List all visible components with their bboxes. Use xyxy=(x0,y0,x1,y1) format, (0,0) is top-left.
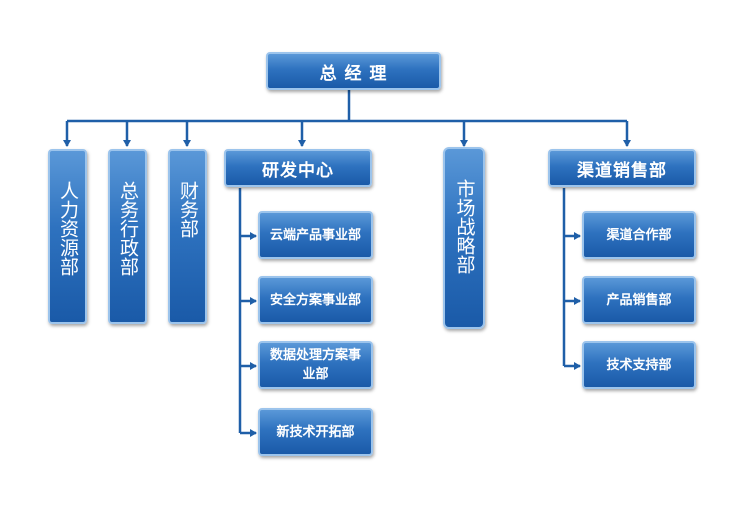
general-manager-box: 总 经 理 xyxy=(266,52,441,90)
channel-sub-label-2: 产品销售部 xyxy=(606,292,672,308)
rnd-center-box: 研发中心 xyxy=(224,149,372,187)
rnd-sub-box-1: 云端产品事业部 xyxy=(258,211,373,259)
finance-dept-box: 财务部 xyxy=(168,149,207,324)
rnd-sub-box-2: 安全方案事业部 xyxy=(258,276,373,324)
channel-sub-box-1: 渠道合作部 xyxy=(582,211,696,259)
rnd-sub-label-4: 新技术开拓部 xyxy=(276,424,355,440)
admin-dept-box: 总务行政部 xyxy=(108,149,147,324)
channel-sub-box-3: 技术支持部 xyxy=(582,341,696,389)
general-manager-label: 总 经 理 xyxy=(319,63,388,84)
channel-sub-box-2: 产品销售部 xyxy=(582,276,696,324)
rnd-center-label: 研发中心 xyxy=(262,160,334,181)
channel-sales-box: 渠道销售部 xyxy=(548,149,696,187)
rnd-sub-box-3: 数据处理方案事业部 xyxy=(258,341,373,389)
market-dept-box: 市场战略部 xyxy=(443,147,485,329)
hr-dept-box: 人力资源部 xyxy=(48,149,87,324)
admin-dept-label: 总务行政部 xyxy=(117,181,139,276)
channel-sub-label-1: 渠道合作部 xyxy=(606,227,672,243)
rnd-sub-label-3: 数据处理方案事业部 xyxy=(269,348,361,382)
hr-dept-label: 人力资源部 xyxy=(57,181,79,276)
channel-sub-label-3: 技术支持部 xyxy=(606,357,672,373)
rnd-sub-label-2: 安全方案事业部 xyxy=(269,292,361,308)
rnd-sub-box-4: 新技术开拓部 xyxy=(258,408,373,456)
rnd-sub-label-1: 云端产品事业部 xyxy=(269,227,361,243)
finance-dept-label: 财务部 xyxy=(177,181,199,238)
channel-sales-label: 渠道销售部 xyxy=(577,160,667,181)
market-dept-label: 市场战略部 xyxy=(453,179,476,274)
